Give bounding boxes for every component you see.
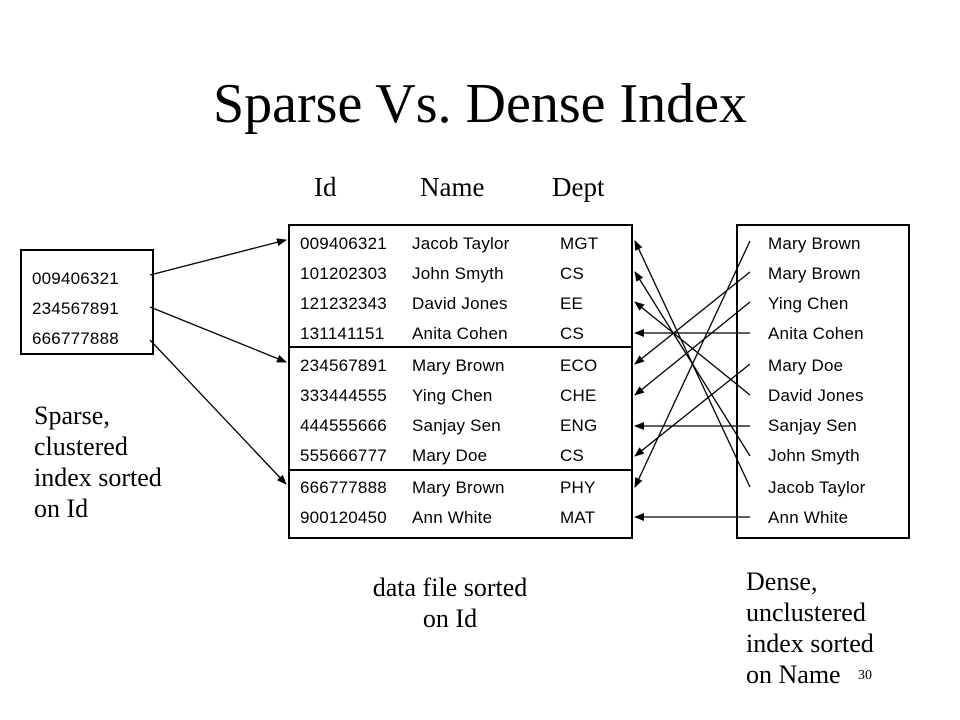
dense-index-caption: Dense, unclustered index sorted on Name	[746, 566, 874, 690]
row-dept: MGT	[560, 234, 599, 253]
row-name: Jacob Taylor	[412, 234, 510, 253]
caption-line: on Name	[746, 660, 841, 689]
row-dept: ECO	[560, 356, 598, 375]
dense-index-entry: Sanjay Sen	[768, 416, 857, 435]
column-header-id: Id	[314, 172, 337, 202]
row-id: 121232343	[300, 294, 387, 313]
caption-line: on Id	[34, 494, 89, 523]
row-name: Sanjay Sen	[412, 416, 501, 435]
dense-index-entry: Anita Cohen	[768, 324, 864, 343]
row-dept: PHY	[560, 478, 596, 497]
row-dept: ENG	[560, 416, 598, 435]
row-name: Mary Brown	[412, 478, 505, 497]
column-header-name: Name	[420, 172, 485, 202]
dense-pointer-arrow	[634, 301, 751, 396]
dense-pointer-arrow	[634, 363, 751, 457]
dense-index-entry: Mary Brown	[768, 264, 861, 283]
row-name: David Jones	[412, 294, 508, 313]
sparse-index-box: 009406321 234567891 666777888	[20, 249, 154, 355]
caption-line: index sorted	[34, 463, 162, 492]
sparse-index-entry: 666777888	[32, 329, 119, 348]
caption-line: Sparse,	[34, 401, 110, 430]
row-id: 900120450	[300, 508, 387, 527]
caption-line: index sorted	[746, 629, 874, 658]
block-divider	[290, 346, 631, 348]
row-id: 444555666	[300, 416, 387, 435]
row-dept: MAT	[560, 508, 596, 527]
sparse-index-entry: 234567891	[32, 299, 119, 318]
block-divider	[290, 469, 631, 471]
row-id: 131141151	[300, 324, 385, 343]
dense-index-entry: Jacob Taylor	[768, 478, 866, 497]
row-name: Mary Doe	[412, 446, 488, 465]
dense-index-entry: Ying Chen	[768, 294, 849, 313]
row-id: 234567891	[300, 356, 387, 375]
dense-pointer-arrow	[634, 271, 751, 457]
row-name: Anita Cohen	[412, 324, 508, 343]
row-dept: EE	[560, 294, 584, 313]
dense-pointer-arrow	[634, 301, 751, 396]
row-name: Ann White	[412, 508, 493, 527]
sparse-index-entry: 009406321	[32, 269, 119, 288]
sparse-pointer-arrow	[149, 238, 287, 276]
row-id: 009406321	[300, 234, 387, 253]
row-dept: CS	[560, 324, 585, 343]
dense-pointer-arrow	[634, 271, 751, 365]
page-number: 30	[858, 668, 872, 683]
caption-line: on Id	[422, 604, 478, 633]
data-file-caption: data file sorted on Id	[330, 572, 570, 634]
sparse-pointer-arrow	[149, 339, 287, 485]
column-header-dept: Dept	[552, 172, 605, 202]
dense-pointer-arrow	[634, 240, 751, 488]
sparse-index-caption: Sparse, clustered index sorted on Id	[34, 400, 162, 524]
row-name: Mary Brown	[412, 356, 505, 375]
caption-line: clustered	[34, 432, 128, 461]
row-dept: CS	[560, 446, 585, 465]
dense-index-entry: David Jones	[768, 386, 864, 405]
caption-line: unclustered	[746, 598, 866, 627]
row-id: 555666777	[300, 446, 387, 465]
row-dept: CHE	[560, 386, 597, 405]
row-id: 333444555	[300, 386, 387, 405]
dense-index-entry: Mary Brown	[768, 234, 861, 253]
row-name: John Smyth	[412, 264, 504, 283]
dense-index-box: Mary Brown Mary Brown Ying Chen Anita Co…	[736, 224, 910, 539]
caption-line: data file sorted	[372, 573, 528, 602]
data-file-box: 009406321 Jacob Taylor MGT 101202303 Joh…	[288, 224, 633, 539]
dense-pointer-arrow	[634, 240, 751, 488]
row-dept: CS	[560, 264, 585, 283]
dense-index-entry: John Smyth	[768, 446, 860, 465]
row-name: Ying Chen	[412, 386, 493, 405]
caption-line: Dense,	[746, 567, 818, 596]
row-id: 101202303	[300, 264, 387, 283]
row-id: 666777888	[300, 478, 387, 497]
dense-index-entry: Mary Doe	[768, 356, 844, 375]
slide-title: Sparse Vs. Dense Index	[213, 73, 747, 135]
dense-index-entry: Ann White	[768, 508, 849, 527]
sparse-pointer-arrow	[149, 306, 287, 363]
